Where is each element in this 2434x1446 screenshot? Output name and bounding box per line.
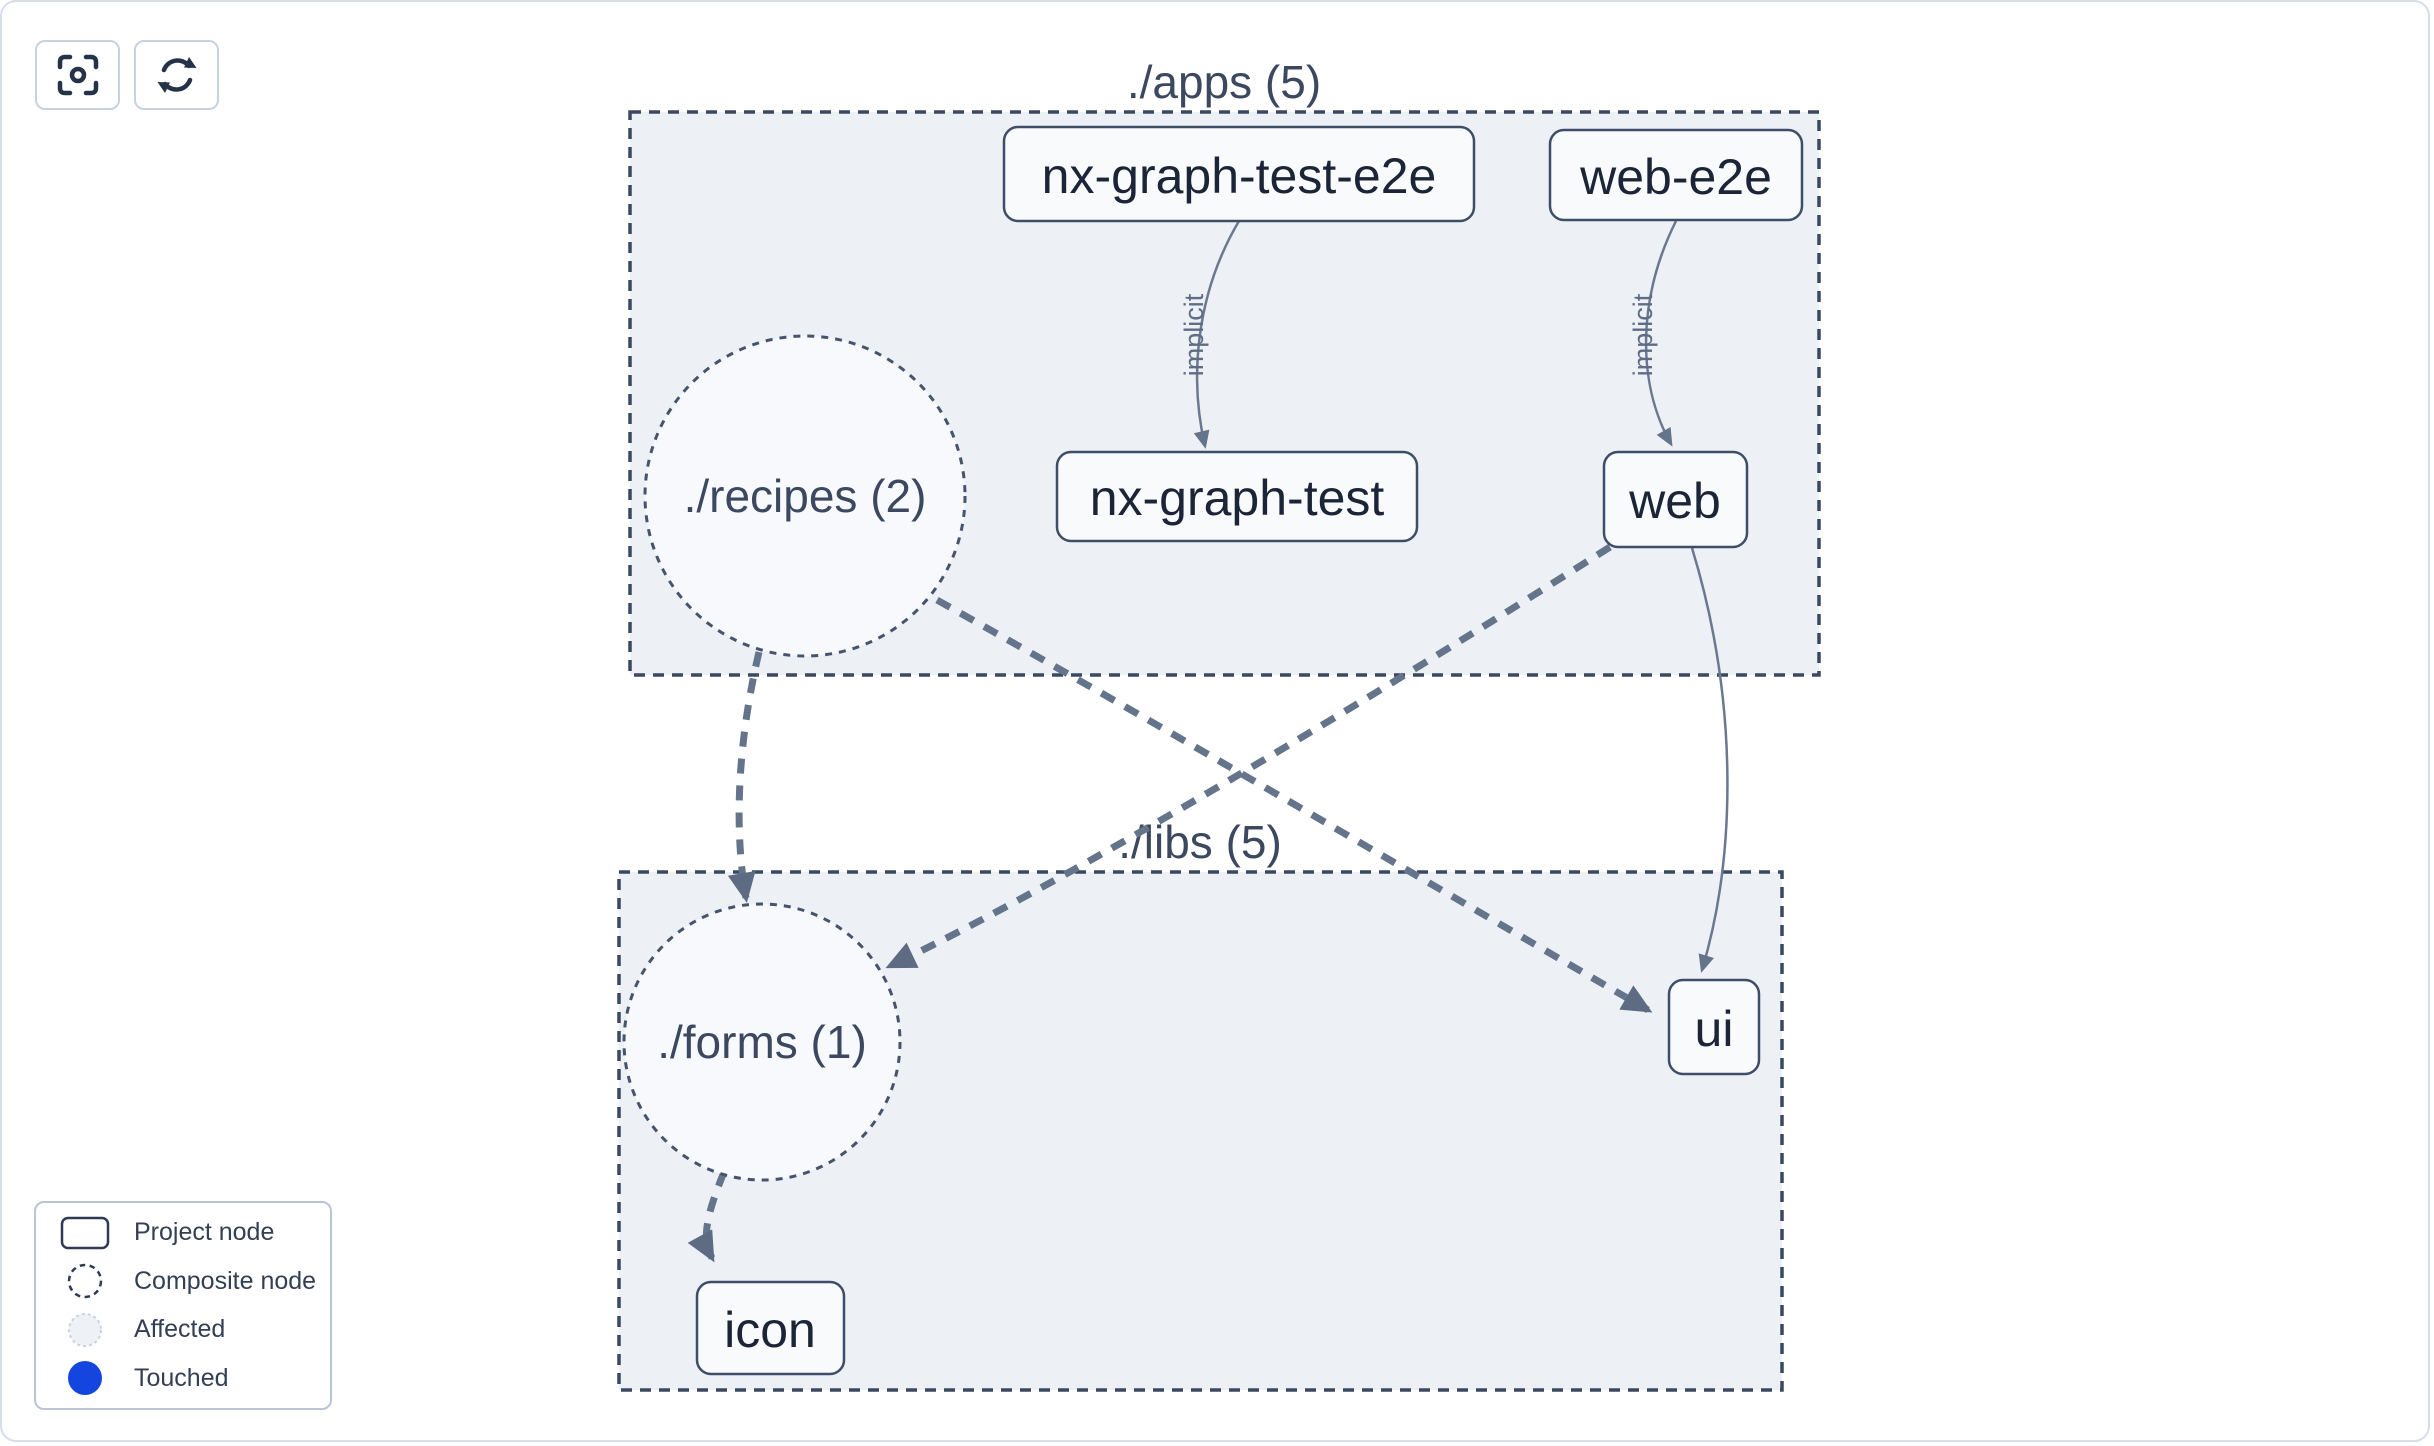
touched-node-icon xyxy=(36,1359,134,1397)
node-forms-label: ./forms (1) xyxy=(657,1016,867,1068)
node-recipes[interactable]: ./recipes (2) xyxy=(643,334,967,658)
edge-label-implicit-1: implicit xyxy=(1179,293,1209,376)
node-web[interactable]: web xyxy=(1602,450,1749,549)
node-ui[interactable]: ui xyxy=(1667,978,1761,1076)
legend-label: Touched xyxy=(134,1363,229,1392)
node-forms[interactable]: ./forms (1) xyxy=(622,902,902,1182)
edge-nx-graph-test-e2e-to-nx-graph-test[interactable] xyxy=(1193,220,1241,449)
libs-cluster-title: ./libs (5) xyxy=(1118,816,1282,868)
legend-label: Affected xyxy=(134,1315,226,1344)
node-nx-graph-test[interactable]: nx-graph-test xyxy=(1055,450,1419,543)
legend-item-touched: Touched xyxy=(36,1355,330,1401)
node-web-e2e[interactable]: web-e2e xyxy=(1548,128,1804,222)
edge-recipes-to-forms[interactable] xyxy=(727,651,763,903)
edge-forms-to-icon[interactable] xyxy=(687,1170,728,1263)
affected-node-icon xyxy=(36,1311,134,1349)
focus-viewfinder-icon xyxy=(57,54,98,96)
legend-label: Composite node xyxy=(134,1266,317,1295)
node-web-e2e-label: web-e2e xyxy=(1579,149,1772,205)
node-nx-graph-test-e2e[interactable]: nx-graph-test-e2e xyxy=(1002,125,1476,223)
node-recipes-label: ./recipes (2) xyxy=(684,470,927,522)
node-icon[interactable]: icon xyxy=(695,1280,846,1376)
edge-recipes-to-ui[interactable] xyxy=(935,596,1653,1014)
legend-item-affected: Affected xyxy=(36,1307,330,1353)
graph-legend: Project node Composite node Affected xyxy=(34,1201,332,1410)
edge-web-to-forms[interactable] xyxy=(885,544,1612,970)
composite-node-icon xyxy=(36,1262,134,1300)
edge-web-to-ui[interactable] xyxy=(1690,547,1729,973)
legend-label: Project node xyxy=(134,1218,275,1247)
edge-web-e2e-to-web[interactable] xyxy=(1644,220,1678,447)
graph-toolbar xyxy=(35,40,219,110)
center-graph-button[interactable] xyxy=(35,40,120,110)
node-nx-graph-test-e2e-label: nx-graph-test-e2e xyxy=(1042,148,1437,204)
apps-cluster-title: ./apps (5) xyxy=(1127,56,1321,108)
project-node-icon xyxy=(36,1216,134,1250)
node-icon-label: icon xyxy=(724,1302,816,1358)
edge-label-implicit-2: implicit xyxy=(1628,293,1658,376)
legend-item-project-node: Project node xyxy=(36,1210,330,1256)
node-web-label: web xyxy=(1628,473,1721,529)
refresh-graph-button[interactable] xyxy=(134,40,219,110)
refresh-cycle-icon xyxy=(157,57,196,93)
node-ui-label: ui xyxy=(1695,1001,1734,1057)
node-nx-graph-test-label: nx-graph-test xyxy=(1090,470,1385,526)
legend-item-composite-node: Composite node xyxy=(36,1258,330,1304)
